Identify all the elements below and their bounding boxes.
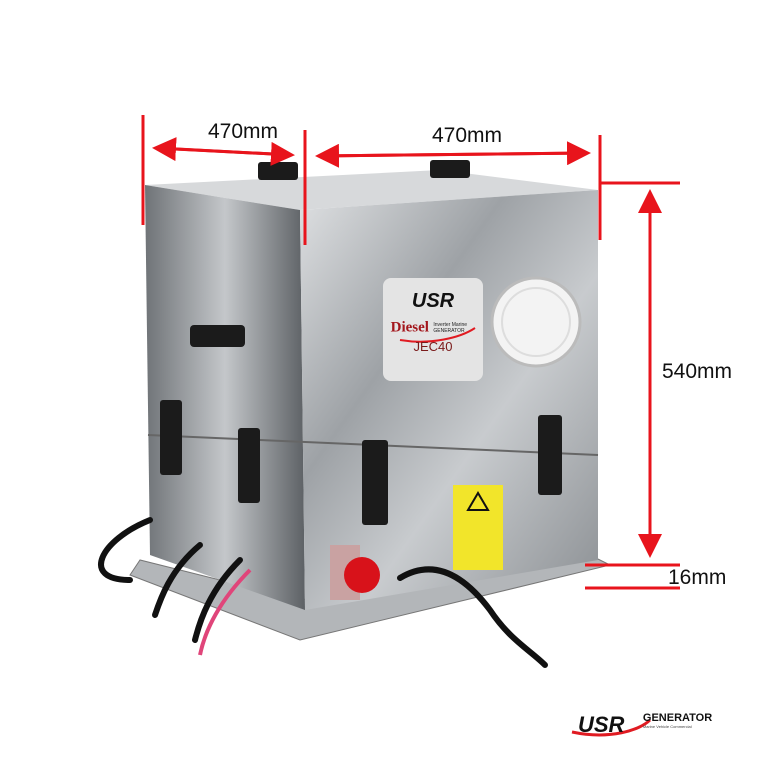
- footer-logo-word: GENERATOR: [642, 712, 713, 724]
- dimension-lines: [141, 115, 680, 590]
- dimension-width-right: 470mm: [432, 124, 503, 147]
- footer-logo-tagline: Marine Vehicle Commercial: [642, 724, 692, 729]
- deck-hatch: [490, 276, 582, 368]
- cables: [98, 517, 548, 668]
- red-cap: [344, 557, 380, 593]
- left-face: [145, 185, 305, 610]
- label-model: JEC40: [413, 339, 453, 354]
- top-face: [145, 170, 598, 210]
- label-brand: USR: [411, 290, 455, 312]
- dimension-height: 540mm: [662, 360, 733, 383]
- label-plate: [383, 278, 483, 381]
- label-line2: Inverter Marine GENERATOR: [433, 321, 468, 334]
- footer-logo-swoosh: [571, 718, 652, 737]
- product-label: USR Diesel Inverter Marine GENERATOR JEC…: [383, 290, 483, 354]
- warning-triangle-icon: [466, 491, 490, 511]
- dimension-width-left: 470mm: [208, 120, 279, 143]
- label-logo-swoosh: [399, 327, 476, 343]
- footer-logo: USR GENERATOR Marine Vehicle Commercial: [578, 712, 712, 738]
- dimension-base-height: 16mm: [668, 566, 727, 589]
- warning-sticker: [453, 485, 503, 570]
- pink-cable: [198, 568, 252, 656]
- deck-hatch-ring: [501, 287, 571, 357]
- footer-logo-brand: USR: [578, 712, 625, 737]
- latches: [160, 160, 562, 525]
- label-line1: Diesel: [390, 319, 429, 336]
